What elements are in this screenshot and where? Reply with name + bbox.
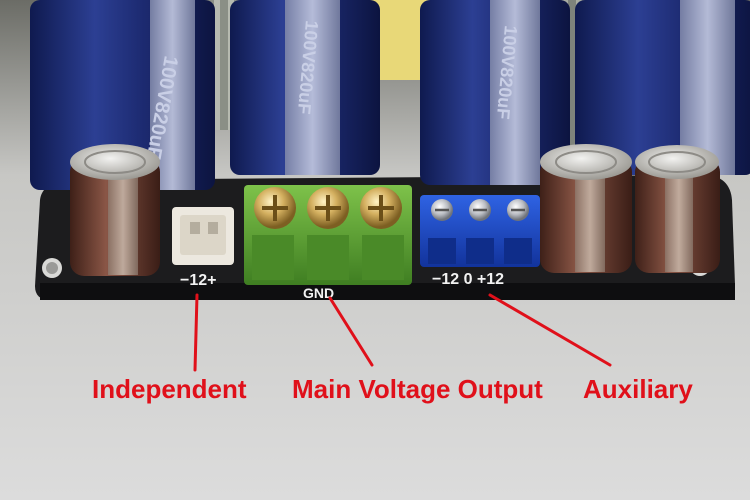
capacitor-small-right-2 [635,145,720,273]
annotation-auxiliary: Auxiliary [583,374,693,404]
silk-independent-pin: −12+ [180,272,216,289]
capacitor-small-left [70,144,160,276]
annotation-arrows [193,293,612,372]
arrow-main [328,296,374,367]
capacitor-large-1: 100V820uF [30,0,215,190]
capacitor-large-3: 100V820uF [420,0,570,185]
blue-terminal-block [420,195,540,267]
arrow-independent [193,293,199,372]
arrow-auxiliary [488,293,612,367]
capacitor-large-2: 100V820uF [230,0,380,175]
capacitor-small-right-1 [540,144,632,273]
silk-aux-pins: −12 0 +12 [432,271,504,288]
annotation-independent: Independent [92,374,247,404]
silk-gnd: GND [303,285,334,301]
white-connector [172,207,234,265]
green-terminal-block [244,185,412,285]
annotation-main-voltage-output: Main Voltage Output [292,374,543,404]
